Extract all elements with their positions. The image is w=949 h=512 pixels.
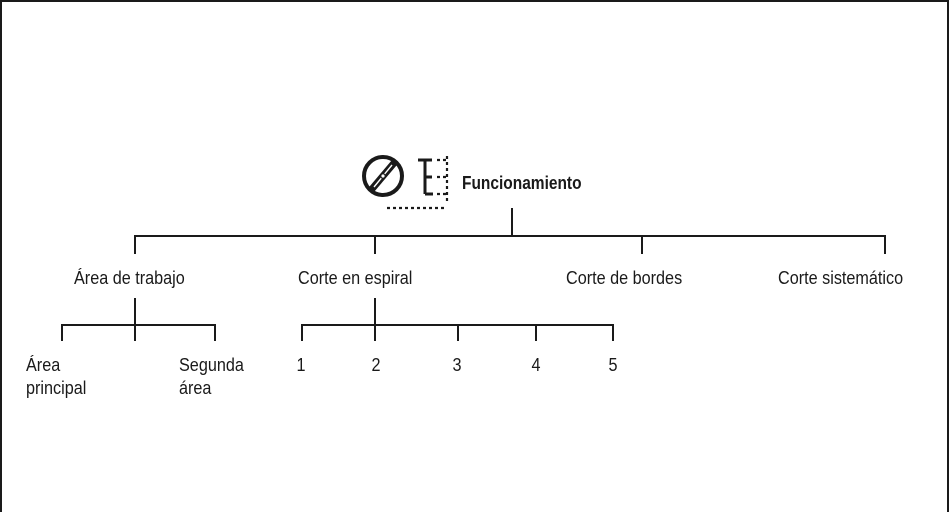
node-segunda-area: Segunda área: [179, 355, 244, 398]
spiral-step-5: 5: [608, 355, 618, 375]
node-area-de-trabajo: Área de trabajo: [74, 268, 185, 288]
spiral-step-4: 4: [531, 355, 541, 375]
mower-blade-icon: [362, 155, 449, 210]
node-corte-de-bordes: Corte de bordes: [566, 268, 683, 288]
spiral-step-3: 3: [452, 355, 462, 375]
spiral-step-2: 2: [371, 355, 381, 375]
root-node-label: Funcionamiento: [462, 173, 582, 193]
spiral-step-1: 1: [296, 355, 306, 375]
node-corte-en-espiral: Corte en espiral: [298, 268, 413, 288]
node-area-principal: Área principal: [26, 355, 87, 398]
node-corte-sistematico: Corte sistemático: [778, 268, 904, 288]
